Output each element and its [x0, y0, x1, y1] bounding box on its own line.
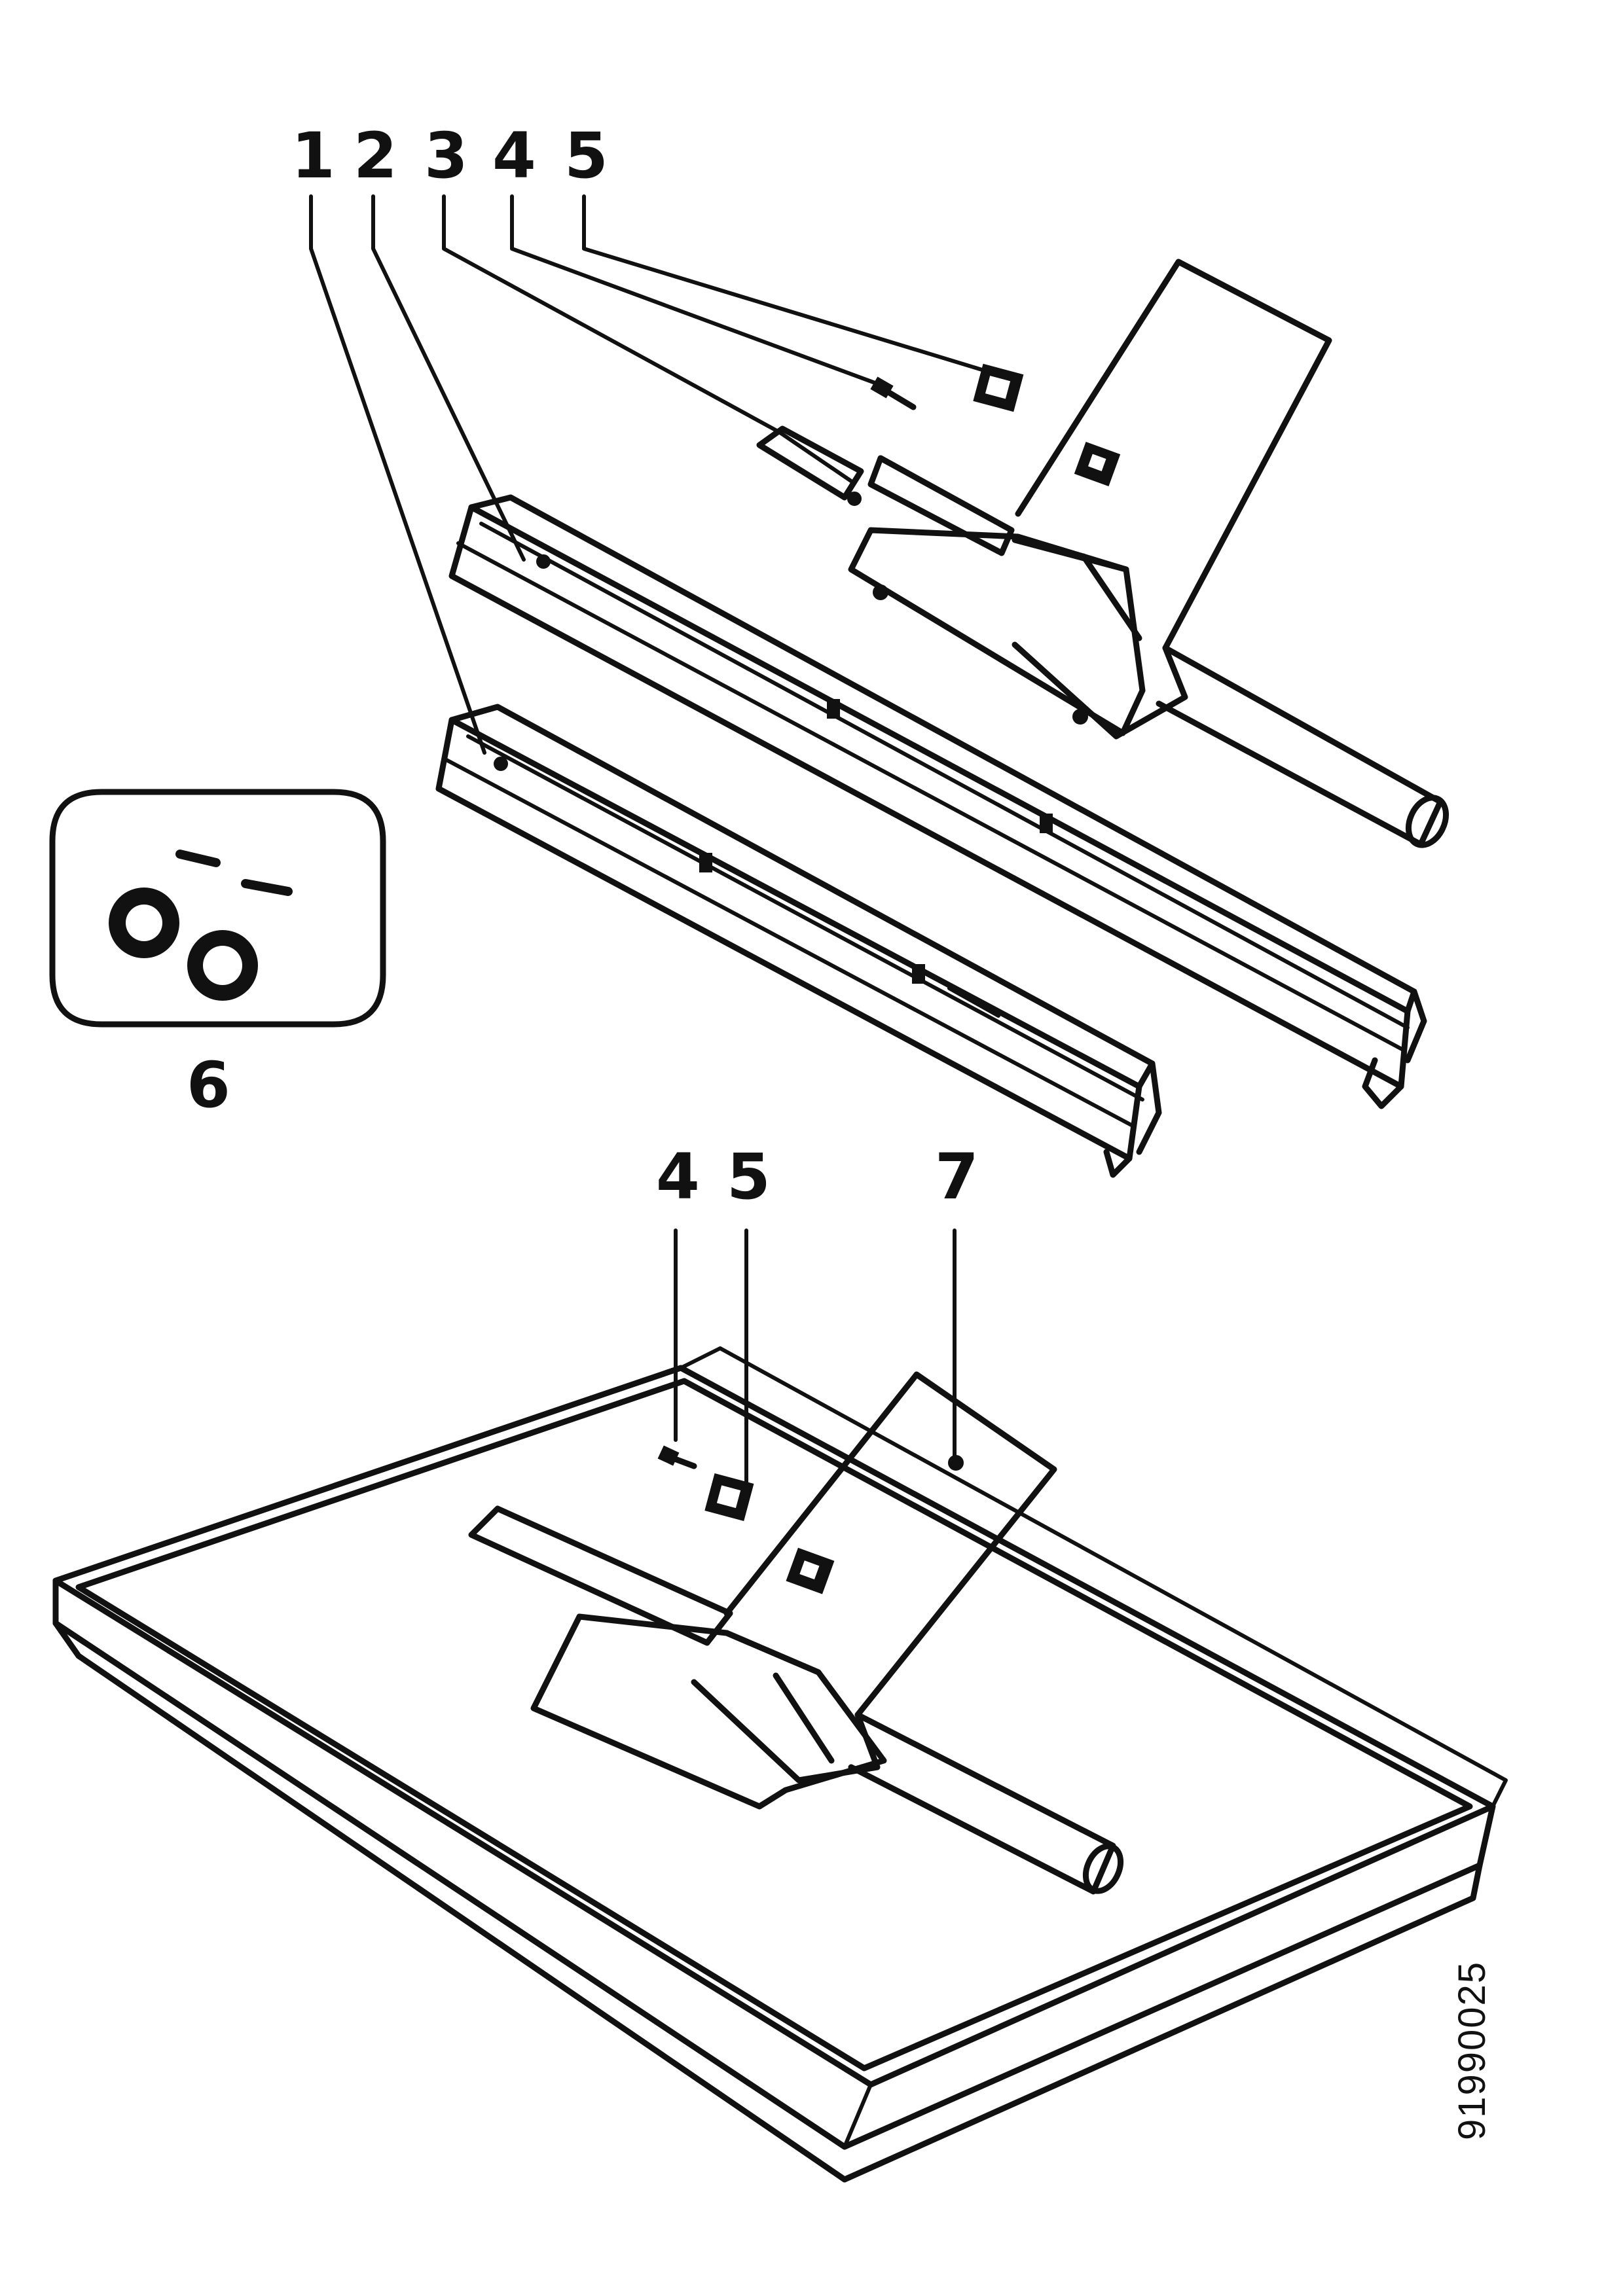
upper-base-assembly — [309, 194, 1450, 1178]
callout-4-bottom: 4 — [656, 1140, 700, 1213]
callout-5-bottom: 5 — [727, 1140, 771, 1213]
callout-6: 6 — [187, 1049, 230, 1122]
screw-hole — [494, 757, 508, 771]
screw-hole — [536, 554, 551, 569]
rail-tab — [1040, 814, 1053, 833]
base-stand-bracket — [468, 1371, 1124, 1895]
callout-7: 7 — [935, 1140, 979, 1213]
callout-1: 1 — [291, 119, 335, 192]
callout-4: 4 — [492, 119, 536, 192]
screw-hole-part-7 — [948, 1455, 964, 1471]
hardware-bottom — [657, 1445, 754, 1522]
hardware-top — [756, 363, 1024, 506]
hardware-kit-part-6 — [49, 789, 386, 1028]
callout-3: 3 — [424, 119, 468, 192]
leader-lines-top — [309, 194, 984, 755]
screw-hole — [1072, 709, 1088, 725]
rear-rail-part-2 — [448, 494, 1427, 1109]
screw-hole — [873, 584, 888, 600]
callout-2: 2 — [354, 119, 397, 192]
lower-base-assembly — [52, 1229, 1508, 2183]
base-plate — [52, 1346, 1508, 2183]
rail-tab — [699, 853, 712, 872]
figure-code: 91990025 — [1451, 1960, 1493, 2140]
rail-tab — [827, 699, 840, 719]
leader-lines-bottom — [674, 1229, 957, 1484]
front-rail-part-1 — [435, 704, 1162, 1178]
stand-bracket — [848, 259, 1450, 848]
callout-5: 5 — [564, 119, 608, 192]
spacer-part-3 — [756, 425, 864, 501]
rail-tab — [912, 964, 925, 984]
